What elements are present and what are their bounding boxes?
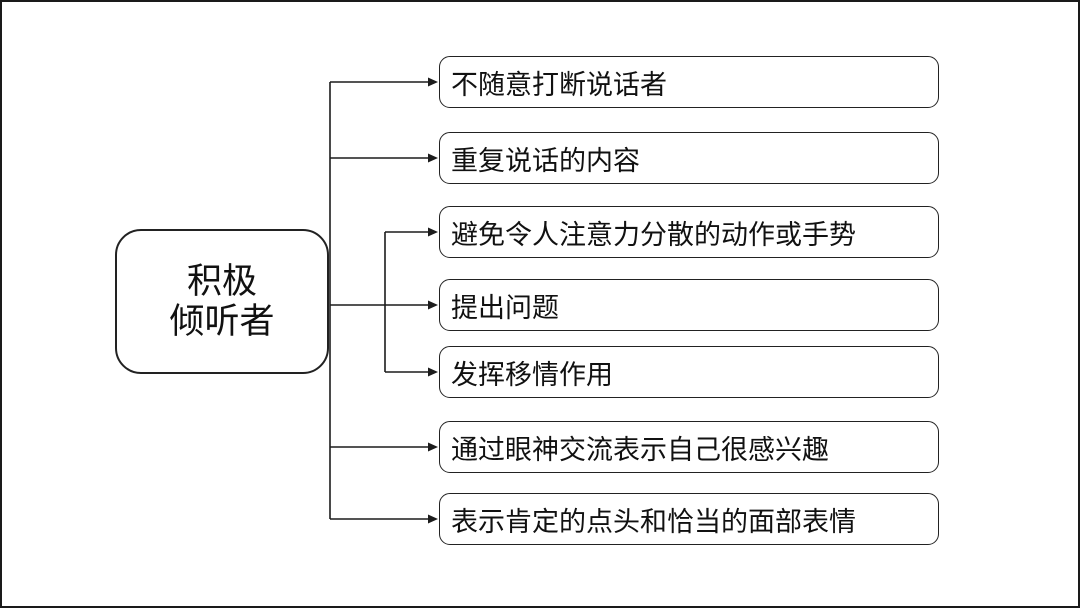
child-node-label: 通过眼神交流表示自己很感兴趣 bbox=[451, 434, 829, 465]
child-node-3: 避免令人注意力分散的动作或手势 bbox=[439, 206, 939, 258]
child-node-label: 不随意打断说话者 bbox=[451, 69, 667, 100]
child-node-6: 通过眼神交流表示自己很感兴趣 bbox=[439, 421, 939, 473]
arrowhead-icon bbox=[428, 442, 438, 452]
child-node-7: 表示肯定的点头和恰当的面部表情 bbox=[439, 493, 939, 545]
arrowhead-icon bbox=[428, 153, 438, 163]
arrowhead-icon bbox=[428, 514, 438, 524]
arrowhead-icon bbox=[428, 77, 438, 87]
arrowhead-icon bbox=[428, 227, 438, 237]
child-node-5: 发挥移情作用 bbox=[439, 346, 939, 398]
child-node-1: 不随意打断说话者 bbox=[439, 56, 939, 108]
child-node-label: 提出问题 bbox=[451, 292, 559, 323]
child-node-label: 避免令人注意力分散的动作或手势 bbox=[451, 219, 856, 250]
child-node-label: 发挥移情作用 bbox=[451, 359, 613, 390]
child-node-4: 提出问题 bbox=[439, 279, 939, 331]
root-node: 积极 倾听者 bbox=[115, 229, 329, 374]
arrowhead-icon bbox=[428, 300, 438, 310]
child-node-2: 重复说话的内容 bbox=[439, 132, 939, 184]
child-node-label: 重复说话的内容 bbox=[451, 145, 640, 176]
root-node-label-line2: 倾听者 bbox=[169, 301, 275, 341]
child-node-label: 表示肯定的点头和恰当的面部表情 bbox=[451, 506, 856, 537]
arrowhead-icon bbox=[428, 367, 438, 377]
root-node-label-line1: 积极 bbox=[186, 261, 257, 301]
